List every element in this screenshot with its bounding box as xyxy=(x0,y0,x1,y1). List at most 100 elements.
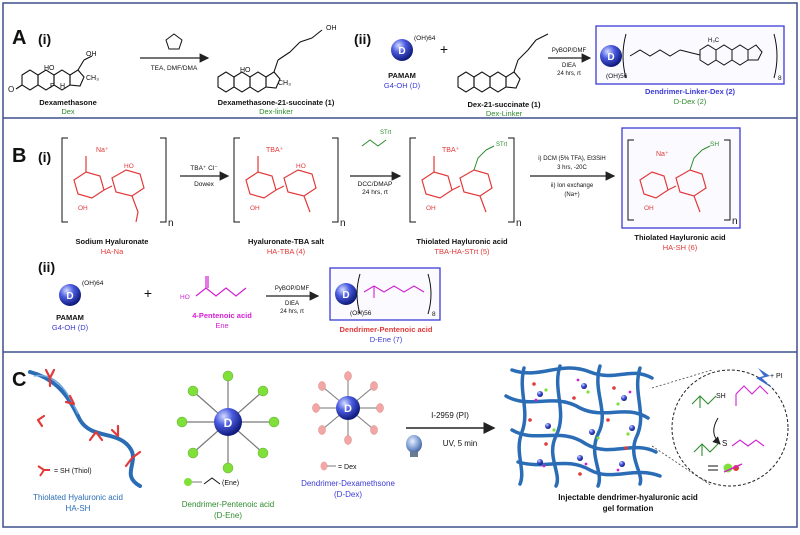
ene-legend: (Ene) xyxy=(222,480,239,487)
svg-text:D: D xyxy=(607,52,614,63)
ha-na-structure: Na⁺ OH HO n xyxy=(61,137,174,229)
dexamethasone-structure xyxy=(15,55,93,91)
svg-text:HO: HO xyxy=(180,294,190,301)
svg-text:PyBOP/DMF: PyBOP/DMF xyxy=(275,286,310,292)
ha-tba-abbr: HA-TBA (4) xyxy=(267,247,306,256)
d-ene-abbr: D-Ene (7) xyxy=(370,335,403,344)
svg-text:CH₃: CH₃ xyxy=(86,75,99,82)
svg-text:i) DCM (5% TFA), Et3SiH: i) DCM (5% TFA), Et3SiH xyxy=(538,156,606,162)
dex21-abbr: Dex-Linker xyxy=(486,109,523,118)
ene-name: 4-Pentenoic acid xyxy=(192,311,252,320)
svg-text:Na⁺: Na⁺ xyxy=(656,151,669,158)
outer-frame xyxy=(2,2,798,528)
photo-initiator: I-2959 (PI) xyxy=(431,411,469,420)
d-ene-core xyxy=(214,408,242,436)
reagent-a1: TEA, DMF/DMA xyxy=(151,65,198,72)
svg-text:S: S xyxy=(722,439,727,448)
svg-text:HO: HO xyxy=(296,163,306,170)
panel-a-i-label: (i) xyxy=(38,31,51,47)
ha-sh-abbr-c: HA-SH xyxy=(66,504,91,513)
svg-text:D: D xyxy=(344,403,352,415)
ha-tba-name: Hyaluronate-TBA salt xyxy=(248,237,324,246)
pamam-sphere-b xyxy=(59,284,81,306)
svg-text:STrt: STrt xyxy=(496,142,507,148)
photo-condition: UV, 5 min xyxy=(443,439,477,448)
dex-name: Dexamethasone xyxy=(39,98,97,107)
svg-text:ii) Ion exchange: ii) Ion exchange xyxy=(551,183,594,189)
zoom-detail: SH + PI S xyxy=(691,368,783,473)
svg-text:n: n xyxy=(168,218,174,229)
svg-text:D: D xyxy=(342,290,349,301)
pamam-name2-b: G4-OH (D) xyxy=(52,323,89,332)
ha-sh-structure: SH Na⁺ OH n xyxy=(627,139,738,227)
d-dex-abbr-c: (D-Dex) xyxy=(334,490,362,499)
pamam-name-b: PAMAM xyxy=(56,313,84,322)
svg-text:H: H xyxy=(60,83,65,90)
svg-text:D: D xyxy=(66,291,73,302)
svg-text:F: F xyxy=(50,83,54,90)
svg-text:CH₃: CH₃ xyxy=(278,80,291,87)
svg-text:HO: HO xyxy=(240,67,251,74)
succinic-anhydride xyxy=(165,33,183,50)
svg-text:+: + xyxy=(144,285,152,301)
gel-title: Injectable dendrimer-hyaluronic acid xyxy=(558,493,698,502)
svg-text:Na⁺: Na⁺ xyxy=(96,147,109,154)
panel-a-label: A xyxy=(12,27,26,49)
d-ene-label: Dendrimer-Pentenoic acid xyxy=(182,500,275,509)
ha-sh-rope xyxy=(28,368,142,488)
svg-text:(Na+): (Na+) xyxy=(564,192,579,198)
uv-bulb-icon xyxy=(406,435,422,453)
svg-text:D: D xyxy=(398,46,405,57)
panel-a-ii-label: (ii) xyxy=(354,31,371,47)
svg-text:SH: SH xyxy=(710,141,719,148)
product-a-sphere xyxy=(600,45,622,67)
d-dex-label: Dendrimer-Dexamethsone xyxy=(301,479,395,488)
product-a-box xyxy=(595,25,785,85)
svg-text:OH: OH xyxy=(644,205,654,212)
ha-na-abbr: HA-Na xyxy=(101,247,124,256)
svg-text:STrt: STrt xyxy=(380,130,391,136)
svg-text:24 hrs, rt: 24 hrs, rt xyxy=(557,71,581,77)
thiol-legend: = SH (Thiol) xyxy=(54,468,92,475)
svg-text:HO: HO xyxy=(124,163,134,170)
ha-na-name: Sodium Hyaluronate xyxy=(76,237,149,246)
panel-c-label: C xyxy=(12,369,26,391)
pentenoic-acid-structure xyxy=(195,276,247,297)
ha-tba-structure: TBA⁺ OH HO n xyxy=(233,137,346,229)
pamam-sphere-a xyxy=(391,39,413,61)
svg-text:OH: OH xyxy=(78,205,88,212)
dex-linker-abbr: Dex-linker xyxy=(259,107,293,116)
panel-b-i-label: (i) xyxy=(38,149,51,165)
pamam-name2-a: G4-OH (D) xyxy=(384,81,421,90)
product-a-name: Dendrimer-Linker-Dex (2) xyxy=(645,87,736,96)
svg-text:8: 8 xyxy=(778,75,782,82)
svg-text:DCC/DMAP: DCC/DMAP xyxy=(358,181,393,188)
svg-text:DIEA: DIEA xyxy=(562,63,576,69)
svg-text:24 hrs, rt: 24 hrs, rt xyxy=(362,189,388,196)
svg-text:PyBOP/DMF: PyBOP/DMF xyxy=(552,48,587,54)
svg-text:D: D xyxy=(224,416,233,430)
svg-text:OH: OH xyxy=(326,25,337,32)
panel-b-label: B xyxy=(12,145,26,167)
svg-text:TBA⁺: TBA⁺ xyxy=(266,147,284,154)
dex-abbr: Dex xyxy=(61,107,75,116)
svg-text:O: O xyxy=(8,85,14,94)
svg-text:HO: HO xyxy=(44,65,55,72)
zoom-circle xyxy=(671,369,789,487)
dex-linker-structure xyxy=(217,29,323,93)
svg-text:(OH)64: (OH)64 xyxy=(414,35,436,42)
tba-strt-abbr: TBA-HA-STrt (5) xyxy=(434,247,490,256)
ha-sh-box xyxy=(621,127,741,229)
svg-text:OH: OH xyxy=(426,205,436,212)
svg-text:n: n xyxy=(340,218,346,229)
svg-text:TBA⁺ Cl⁻: TBA⁺ Cl⁻ xyxy=(190,165,218,172)
svg-text:SH: SH xyxy=(716,393,726,400)
svg-text:(OH)64: (OH)64 xyxy=(82,280,104,287)
svg-text:(OH)56: (OH)56 xyxy=(350,310,372,317)
hydrogel-network xyxy=(504,364,662,488)
product-a-structure xyxy=(629,44,763,66)
svg-text:DIEA: DIEA xyxy=(285,301,299,307)
tba-ha-strt-structure: STrt TBA⁺ OH n xyxy=(409,137,522,229)
svg-text:OH: OH xyxy=(86,51,97,58)
